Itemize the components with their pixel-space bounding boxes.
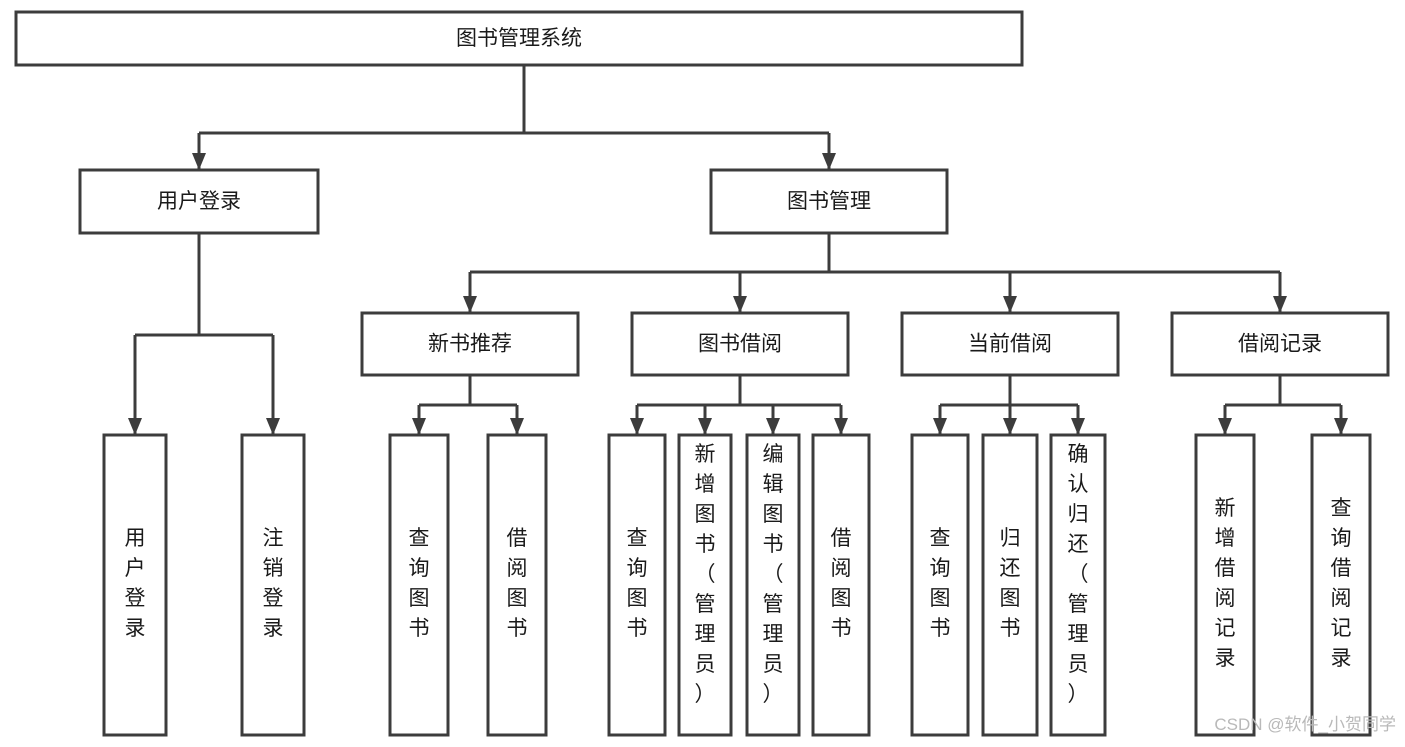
arrow-head-icon (463, 296, 477, 313)
arrow-head-icon (266, 418, 280, 435)
node-label-leaf-query-book-3: 查询图书 (930, 527, 951, 640)
arrow-head-icon (1334, 418, 1348, 435)
node-label-leaf-return-book: 归还图书 (1000, 527, 1021, 640)
node-label-leaf-add-record: 新增借阅记录 (1215, 497, 1236, 670)
node-label-new-book-recommend: 新书推荐 (428, 333, 512, 356)
node-label-root: 图书管理系统 (456, 27, 582, 50)
node-leaf-query-record[interactable]: 查询借阅记录 (1310, 433, 1372, 737)
node-label-leaf-logout: 注销登录 (263, 527, 284, 640)
node-box-leaf-confirm-return (1049, 433, 1107, 737)
arrow-head-icon (192, 153, 206, 170)
node-label-leaf-borrow-book-2: 借阅图书 (831, 527, 852, 640)
node-box-leaf-add-book (677, 433, 733, 737)
node-label-leaf-add-book: 新增图书（管理员） (695, 443, 716, 706)
node-label-borrow-record: 借阅记录 (1238, 333, 1322, 356)
node-box-leaf-return-book (981, 433, 1039, 737)
node-label-user-login: 用户登录 (157, 190, 241, 213)
arrow-head-icon (933, 418, 947, 435)
node-leaf-query-book-2[interactable]: 查询图书 (607, 433, 667, 737)
node-leaf-borrow-book-1[interactable]: 借阅图书 (486, 433, 548, 737)
node-box-leaf-borrow-book-2 (811, 433, 871, 737)
node-box-leaf-logout (240, 433, 306, 737)
node-leaf-logout[interactable]: 注销登录 (240, 433, 306, 737)
node-label-leaf-query-record: 查询借阅记录 (1331, 497, 1352, 670)
node-leaf-user-login[interactable]: 用户登录 (102, 433, 168, 737)
arrow-head-icon (412, 418, 426, 435)
node-leaf-return-book[interactable]: 归还图书 (981, 433, 1039, 737)
node-leaf-add-book[interactable]: 新增图书（管理员） (677, 433, 733, 737)
node-leaf-confirm-return[interactable]: 确认归还（管理员） (1049, 433, 1107, 737)
node-box-leaf-query-book-1 (388, 433, 450, 737)
arrow-head-icon (630, 418, 644, 435)
node-box-leaf-edit-book (745, 433, 801, 737)
node-box-borrow-record (1170, 311, 1390, 377)
arrow-head-icon (1071, 418, 1085, 435)
connector-layer (128, 65, 1348, 435)
node-label-current-borrow: 当前借阅 (968, 333, 1052, 356)
node-layer: 图书管理系统用户登录图书管理新书推荐图书借阅当前借阅借阅记录用户登录注销登录查询… (14, 10, 1390, 737)
node-label-leaf-confirm-return: 确认归还（管理员） (1068, 443, 1089, 706)
node-root[interactable]: 图书管理系统 (14, 10, 1024, 67)
arrow-head-icon (510, 418, 524, 435)
arrow-head-icon (1273, 296, 1287, 313)
node-box-leaf-add-record (1194, 433, 1256, 737)
node-leaf-borrow-book-2[interactable]: 借阅图书 (811, 433, 871, 737)
node-box-leaf-query-book-2 (607, 433, 667, 737)
node-label-leaf-query-book-2: 查询图书 (627, 527, 648, 640)
arrow-head-icon (1003, 296, 1017, 313)
node-box-book-borrow (630, 311, 850, 377)
watermark-label: CSDN @软件_小贺同学 (1214, 715, 1396, 734)
arrow-head-icon (733, 296, 747, 313)
arrow-head-icon (834, 418, 848, 435)
arrow-head-icon (698, 418, 712, 435)
arrow-head-icon (1003, 418, 1017, 435)
node-label-leaf-edit-book: 编辑图书（管理员） (763, 443, 784, 706)
node-box-leaf-query-record (1310, 433, 1372, 737)
node-box-current-borrow (900, 311, 1120, 377)
arrow-head-icon (766, 418, 780, 435)
node-label-book-manage: 图书管理 (787, 190, 871, 213)
node-leaf-edit-book[interactable]: 编辑图书（管理员） (745, 433, 801, 737)
node-box-new-book-recommend (360, 311, 580, 377)
node-user-login[interactable]: 用户登录 (78, 168, 320, 235)
node-book-borrow[interactable]: 图书借阅 (630, 311, 850, 377)
node-borrow-record[interactable]: 借阅记录 (1170, 311, 1390, 377)
node-book-manage[interactable]: 图书管理 (709, 168, 949, 235)
node-label-book-borrow: 图书借阅 (698, 333, 782, 356)
node-current-borrow[interactable]: 当前借阅 (900, 311, 1120, 377)
node-box-leaf-borrow-book-1 (486, 433, 548, 737)
node-box-book-manage (709, 168, 949, 235)
node-box-root (14, 10, 1024, 67)
arrow-head-icon (822, 153, 836, 170)
node-label-leaf-query-book-1: 查询图书 (409, 527, 430, 640)
node-leaf-query-book-1[interactable]: 查询图书 (388, 433, 450, 737)
node-box-leaf-query-book-3 (910, 433, 970, 737)
node-label-leaf-user-login: 用户登录 (125, 527, 146, 640)
node-label-leaf-borrow-book-1: 借阅图书 (507, 527, 528, 640)
arrow-head-icon (1218, 418, 1232, 435)
node-box-user-login (78, 168, 320, 235)
node-leaf-add-record[interactable]: 新增借阅记录 (1194, 433, 1256, 737)
node-leaf-query-book-3[interactable]: 查询图书 (910, 433, 970, 737)
node-new-book-recommend[interactable]: 新书推荐 (360, 311, 580, 377)
node-box-leaf-user-login (102, 433, 168, 737)
arrow-head-icon (128, 418, 142, 435)
